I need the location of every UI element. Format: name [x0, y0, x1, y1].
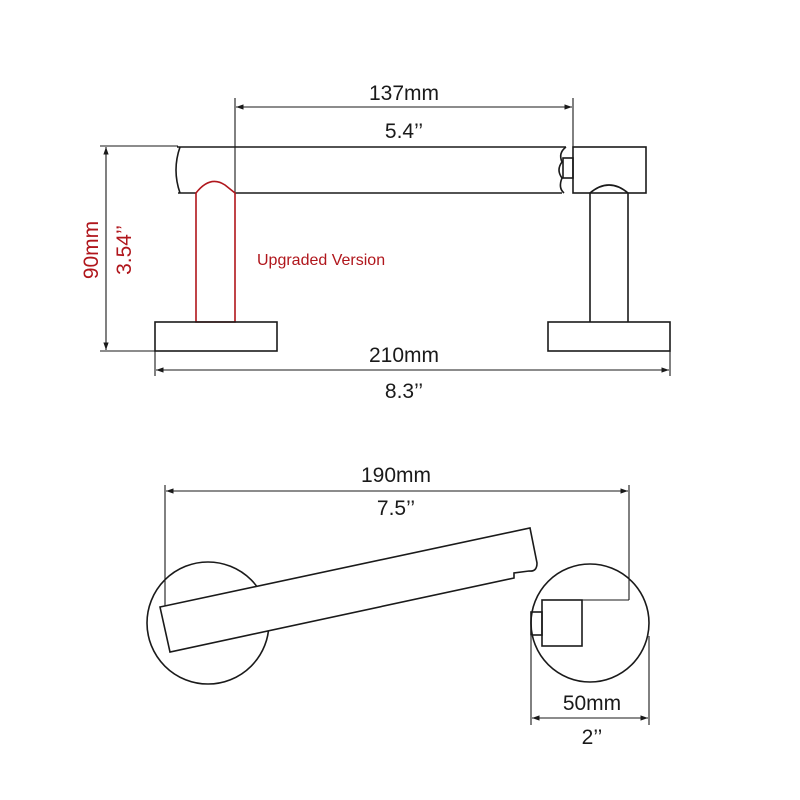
bar-length-metric: 137mm — [369, 82, 439, 105]
bar-length-dimension: 137mm 5.4’’ — [234, 82, 574, 195]
horizontal-bar — [175, 146, 574, 194]
swing-arm — [159, 527, 538, 653]
right-bracket — [547, 146, 671, 352]
height-dimension: 90mm 3.54’’ — [80, 145, 178, 352]
right-pin — [530, 611, 543, 636]
base-diameter-metric: 50mm — [563, 692, 621, 715]
height-imperial: 3.54’’ — [113, 225, 136, 275]
overall-width-dimension: 210mm 8.3’’ — [154, 344, 671, 403]
right-mount-block — [541, 599, 583, 647]
overall-width-metric: 210mm — [369, 344, 439, 367]
base-diameter-imperial: 2’’ — [582, 726, 603, 749]
overall-length-imperial: 7.5’’ — [377, 497, 415, 520]
overall-length-dimension: 190mm 7.5’’ — [164, 464, 630, 610]
base-diameter-dimension: 50mm 2’’ — [530, 636, 650, 749]
overall-width-imperial: 8.3’’ — [385, 380, 423, 403]
left-post-upgraded — [154, 180, 278, 352]
upgraded-version-label: Upgraded Version — [257, 252, 385, 269]
overall-length-metric: 190mm — [361, 464, 431, 487]
front-view: 137mm 5.4’’ Upgraded Version — [80, 82, 671, 403]
height-metric: 90mm — [80, 221, 103, 279]
bar-length-imperial: 5.4’’ — [385, 120, 423, 143]
right-base-plate — [530, 563, 650, 683]
top-view: 190mm 7.5’’ 50mm 2’’ — [146, 464, 650, 749]
